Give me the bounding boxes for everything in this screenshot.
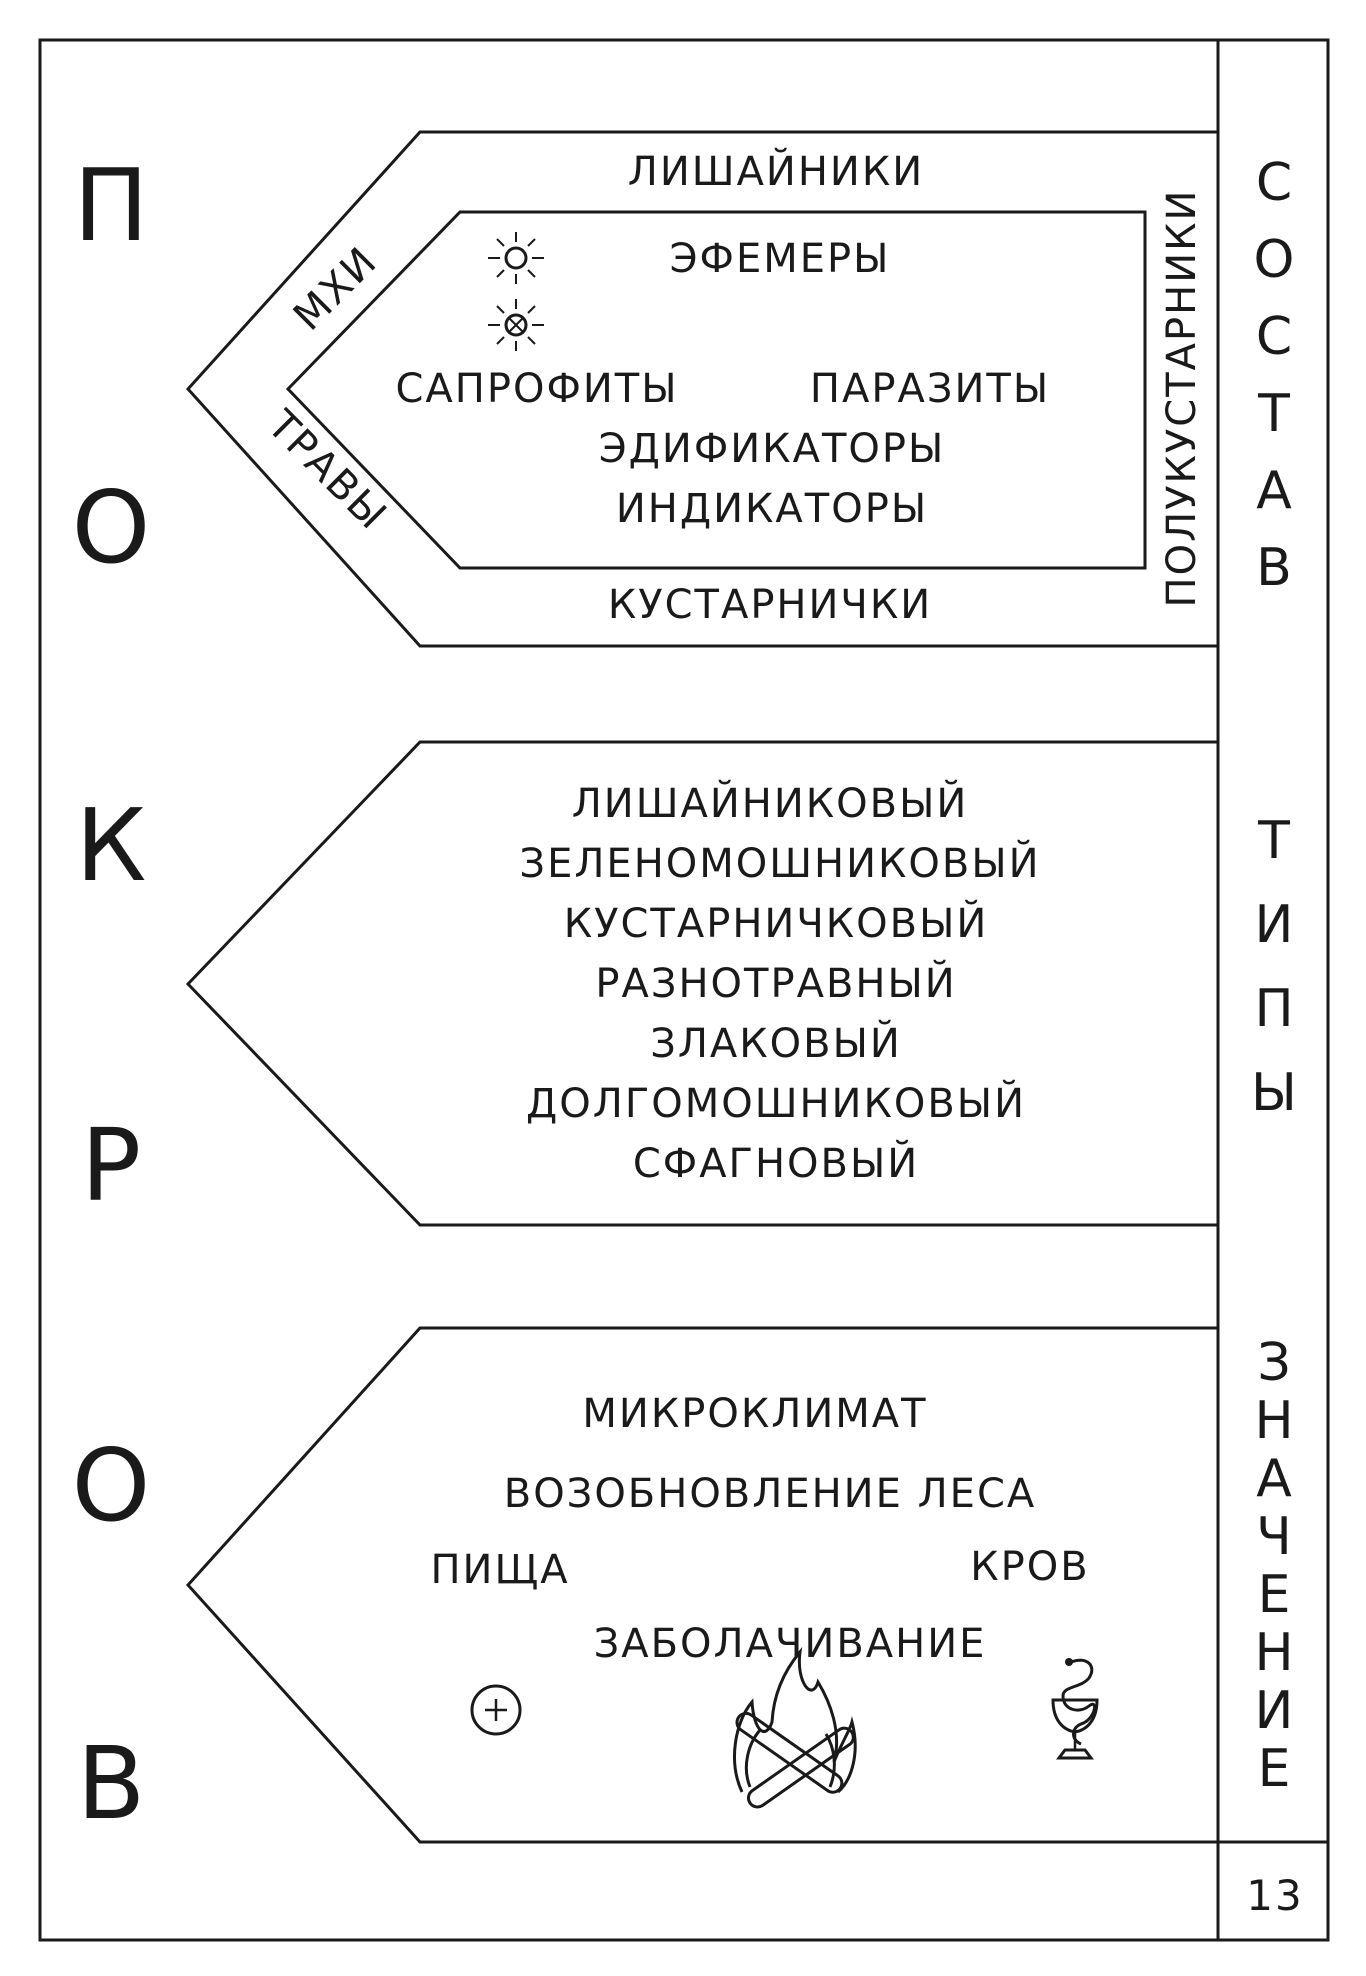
significance-item: ЗАБОЛАЧИВАНИЕ (594, 1621, 987, 1667)
inner-item: САПРОФИТЫ (395, 366, 678, 412)
side-letter: Е (1258, 1565, 1293, 1625)
sun-icon (488, 232, 544, 284)
side-letter: И (1255, 895, 1296, 955)
medicine-bowl-icon (1051, 1658, 1099, 1760)
outer-right-label: ПОЛУКУСТАРНИКИ (1159, 189, 1205, 608)
side-letter: Т (1257, 811, 1292, 871)
type-item: ЛИШАЙНИКОВЫЙ (572, 779, 969, 827)
page-number: 13 (1246, 1871, 1303, 1920)
outer-left-upper-label: МХИ (285, 238, 387, 340)
side-letter: Н (1254, 1623, 1295, 1683)
side-letter: А (1256, 461, 1294, 521)
side-letter: Ч (1256, 1507, 1294, 1567)
inner-item: ЭФЕМЕРЫ (670, 236, 891, 282)
label-znachenie: З Н А Ч Е Н И Е (1254, 1333, 1296, 1799)
campfire-icon (733, 1647, 857, 1809)
composition-section: ЛИШАЙНИКИ КУСТАРНИЧКИ ПОЛУКУСТАРНИКИ МХИ… (185, 130, 1220, 648)
outer-bottom-label: КУСТАРНИЧКИ (608, 582, 932, 628)
side-letter: О (1254, 230, 1297, 290)
side-letter: С (1256, 307, 1294, 367)
vertical-title: П О К Р О В (72, 147, 153, 1842)
side-letter: Ы (1251, 1063, 1299, 1123)
inner-item: ЭДИФИКАТОРЫ (599, 426, 946, 472)
significance-pentagon (185, 1326, 1220, 1844)
side-letter: П (1254, 979, 1295, 1039)
side-letter: Т (1257, 384, 1292, 444)
type-item: ЗЕЛЕНОМОШНИКОВЫЙ (519, 839, 1040, 887)
significance-section: МИКРОКЛИМАТ ВОЗОБНОВЛЕНИЕ ЛЕСА ПИЩА КРОВ… (185, 1326, 1220, 1844)
type-item: ЗЛАКОВЫЙ (650, 1019, 902, 1067)
type-item: РАЗНОТРАВНЫЙ (595, 959, 956, 1007)
side-letter: З (1257, 1333, 1292, 1393)
side-letter: Н (1254, 1391, 1295, 1451)
side-letter: И (1255, 1681, 1296, 1741)
outer-top-label: ЛИШАЙНИКИ (628, 147, 924, 195)
side-letter: А (1256, 1449, 1294, 1509)
label-tipy: Т И П Ы (1251, 811, 1299, 1123)
inner-item: ПАРАЗИТЫ (810, 366, 1050, 412)
title-letter: О (72, 469, 153, 586)
side-letter: В (1256, 538, 1294, 598)
type-item: СФАГНОВЫЙ (633, 1139, 919, 1187)
significance-item: МИКРОКЛИМАТ (582, 1391, 927, 1437)
title-letter: О (72, 1427, 153, 1544)
outer-left-lower-label: ТРАВЫ (258, 401, 396, 539)
type-item: КУСТАРНИЧКОВЫЙ (564, 899, 989, 947)
types-pentagon (185, 740, 1220, 1227)
title-letter: В (77, 1725, 148, 1842)
label-sostav: С О С Т А В (1254, 153, 1297, 598)
title-letter: К (76, 787, 149, 904)
outer-pentagon (185, 130, 1220, 648)
inner-pentagon (285, 210, 1147, 570)
plus-circle-icon (470, 1684, 522, 1736)
title-letter: П (73, 147, 150, 264)
type-item: ДОЛГОМОШНИКОВЫЙ (526, 1079, 1026, 1127)
side-letter: Е (1258, 1739, 1293, 1799)
side-letter: С (1256, 153, 1294, 213)
types-section: ЛИШАЙНИКОВЫЙ ЗЕЛЕНОМОШНИКОВЫЙ КУСТАРНИЧК… (185, 740, 1220, 1227)
crossed-sun-icon (488, 299, 544, 351)
significance-item: КРОВ (970, 1544, 1089, 1590)
significance-item: ПИЩА (430, 1547, 569, 1593)
inner-item: ИНДИКАТОРЫ (616, 486, 928, 532)
significance-item: ВОЗОБНОВЛЕНИЕ ЛЕСА (504, 1471, 1036, 1517)
title-letter: Р (81, 1107, 143, 1224)
outer-frame (38, 38, 1330, 1942)
